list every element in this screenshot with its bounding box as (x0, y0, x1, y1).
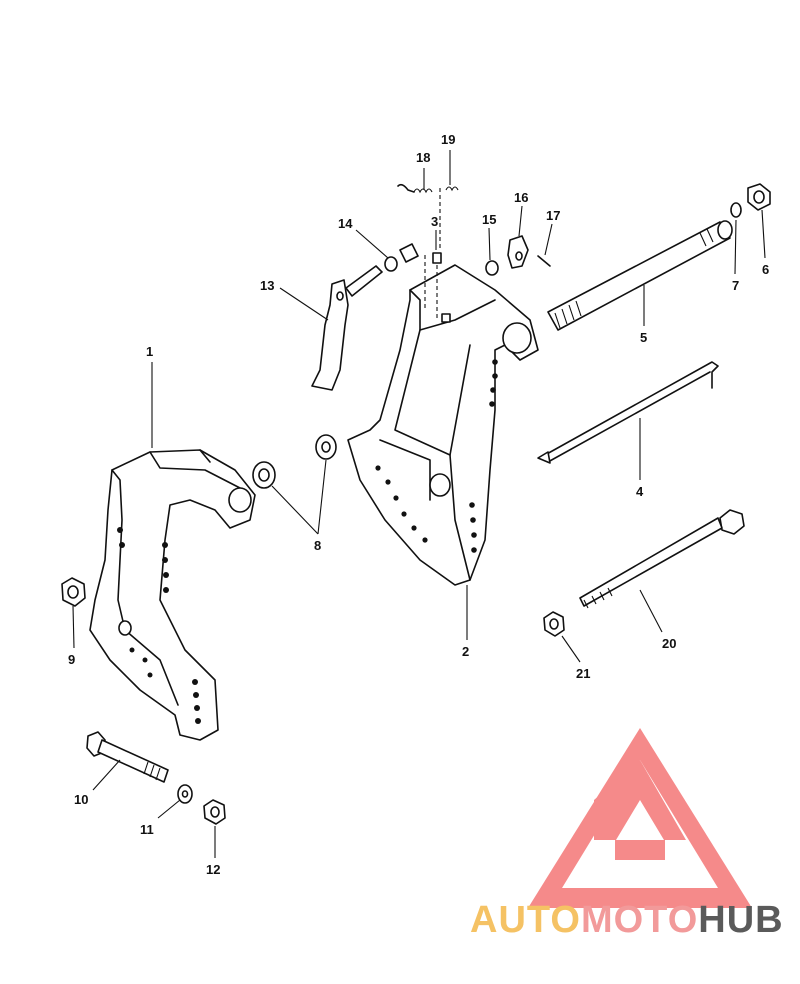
part-10-bolt (86, 731, 169, 783)
part-20-long-bolt (579, 509, 745, 609)
label-part-5: 5 (640, 330, 647, 345)
part-14-washer (384, 256, 398, 272)
part-17-pin (537, 255, 551, 267)
label-part-18: 18 (416, 150, 430, 165)
part-3-screw (432, 252, 442, 320)
part-labels: 1 2 3 4 5 6 7 8 9 10 11 12 13 14 15 16 1… (68, 132, 769, 877)
label-part-19: 19 (441, 132, 455, 147)
automotohub-logo (528, 728, 752, 908)
part-12-nut (203, 799, 226, 825)
label-part-8: 8 (314, 538, 321, 553)
brand-auto: AUTO (470, 899, 581, 941)
label-part-16: 16 (514, 190, 528, 205)
part-15-bushing (485, 260, 499, 276)
part-6-nut (747, 183, 771, 211)
part-16-latch (507, 235, 529, 269)
svg-text:AUTOMOTOHUB: AUTOMOTOHUB (470, 899, 784, 941)
brand-moto: MOTO (581, 899, 698, 941)
label-part-7: 7 (732, 278, 739, 293)
leader-lines (72, 150, 766, 858)
part-1-left-transom-bracket (89, 449, 256, 741)
part-2-right-transom-bracket (347, 264, 539, 586)
part-19-pin (439, 186, 459, 250)
part-21-nut (543, 611, 565, 637)
label-part-9: 9 (68, 652, 75, 667)
bolt-assembly-14 (399, 243, 426, 310)
part-4-tilt-rod (537, 361, 719, 464)
label-part-15: 15 (482, 212, 496, 227)
label-part-6: 6 (762, 262, 769, 277)
part-7-washer (730, 202, 742, 218)
label-part-21: 21 (576, 666, 590, 681)
label-part-11: 11 (140, 822, 154, 837)
label-part-20: 20 (662, 636, 676, 651)
brand-hub: HUB (698, 899, 783, 941)
label-part-10: 10 (74, 792, 88, 807)
part-5-swivel-tube (547, 220, 733, 331)
label-part-17: 17 (546, 208, 560, 223)
part-18-spring (397, 183, 433, 194)
label-part-1: 1 (146, 344, 153, 359)
part-13-lever (311, 265, 383, 391)
label-part-4: 4 (636, 484, 644, 499)
label-part-13: 13 (260, 278, 274, 293)
label-part-2: 2 (462, 644, 469, 659)
part-9-nut (61, 577, 86, 607)
label-part-14: 14 (338, 216, 353, 231)
label-part-12: 12 (206, 862, 220, 877)
automotohub-wordmark: AUTOMOTOHUB (470, 899, 784, 941)
part-11-washer (177, 784, 193, 804)
part-8-washers (252, 434, 337, 489)
label-part-3: 3 (431, 214, 438, 229)
